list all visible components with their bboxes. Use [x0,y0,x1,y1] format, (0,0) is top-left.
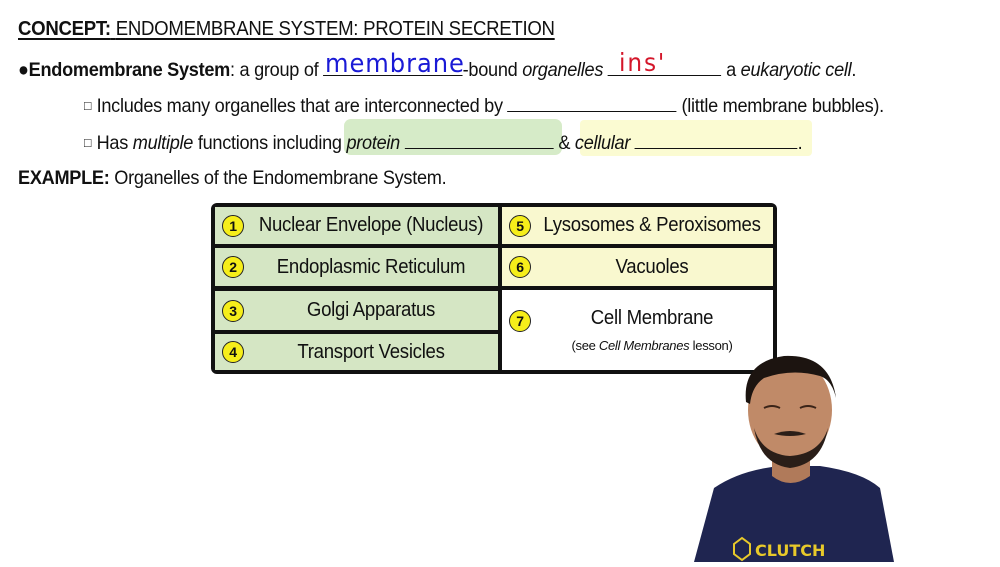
number-badge-icon: 2 [222,256,244,278]
organelle-cell-7: 7 Cell Membrane (see Cell Membranes less… [502,290,773,370]
organelle-cell-5: 5 Lysosomes & Peroxisomes [502,207,773,244]
text: functions including [193,132,347,154]
organelle-label: Golgi Apparatus [306,299,436,321]
example-line: EXAMPLE: Organelles of the Endomembrane … [18,167,447,190]
number-badge-icon: 7 [509,310,531,332]
handwritten-answer: ins' [619,48,667,77]
blank-field-inside[interactable]: ins' [607,48,722,77]
highlight-green [344,119,562,155]
text: (see [571,338,599,353]
lesson-note: (see Cell Membranes lesson) [531,338,773,353]
organelle-cell-4: 4 Transport Vesicles [215,334,498,370]
bullet-icon: ● [18,59,29,81]
number-badge-icon: 5 [509,214,531,237]
presenter-figure: CLUTCH [694,355,894,562]
text: Cell Membranes [598,338,690,353]
text: (little membrane bubbles). [676,95,885,117]
organelle-label: Nuclear Envelope (Nucleus) [258,214,484,236]
organelle-cell-3: 3 Golgi Apparatus [215,291,498,330]
text: lesson) [689,338,733,353]
presenter-video: CLUTCH [680,348,920,562]
text: cellular [574,132,631,154]
text: Includes many organelles that are interc… [96,95,508,117]
blank-field-protein[interactable] [404,130,554,149]
svg-text:CLUTCH: CLUTCH [755,541,825,560]
text: & [553,132,575,154]
definition-line: ●Endomembrane System: a group of membran… [18,48,857,82]
number-badge-icon: 6 [509,256,531,278]
organelle-label: Lysosomes & Peroxisomes [543,214,761,236]
checkbox-icon: □ [84,135,92,150]
cell-membrane-content: Cell Membrane (see Cell Membranes lesson… [531,307,773,353]
text: : a group of [229,59,324,81]
text: organelles [522,59,604,81]
organelle-cell-1: 1 Nuclear Envelope (Nucleus) [215,207,498,244]
example-label: EXAMPLE: [18,167,110,189]
organelle-label: Transport Vesicles [297,340,445,363]
text: Has [96,132,133,154]
checkbox-icon: □ [84,98,92,113]
sub-point-vesicles: □ Includes many organelles that are inter… [84,93,884,118]
sub-point-functions: □ Has multiple functions including protei… [84,130,803,155]
page-title: CONCEPT: ENDOMEMBRANE SYSTEM: PROTEIN SE… [18,18,555,41]
number-badge-icon: 4 [222,341,244,363]
text: . [851,59,857,81]
organelle-label: Cell Membrane [590,307,714,329]
concept-label: CONCEPT: [18,18,111,40]
concept-title: ENDOMEMBRANE SYSTEM: PROTEIN SECRETION [115,18,555,40]
text: protein [346,132,400,154]
handwritten-answer: membrane [325,49,465,79]
organelle-label: Endoplasmic Reticulum [276,255,466,278]
organelles-table: 1 Nuclear Envelope (Nucleus) 2 Endoplasm… [211,203,777,374]
text: . [797,132,803,154]
organelle-cell-2: 2 Endoplasmic Reticulum [215,248,498,286]
text: -bound [462,59,523,81]
text: multiple [132,132,194,154]
organelle-label: Vacuoles [615,255,689,278]
blank-field-cellular[interactable] [634,130,798,149]
text: eukaryotic cell [740,59,852,81]
example-text: Organelles of the Endomembrane System. [114,167,447,189]
number-badge-icon: 1 [222,214,244,237]
term: Endomembrane System [28,59,231,81]
text: a [721,59,741,81]
highlight-yellow [580,120,812,156]
blank-field-membrane[interactable]: membrane [323,49,464,79]
number-badge-icon: 3 [222,299,244,322]
blank-field-vesicles[interactable] [507,93,677,112]
organelle-cell-6: 6 Vacuoles [502,248,773,286]
